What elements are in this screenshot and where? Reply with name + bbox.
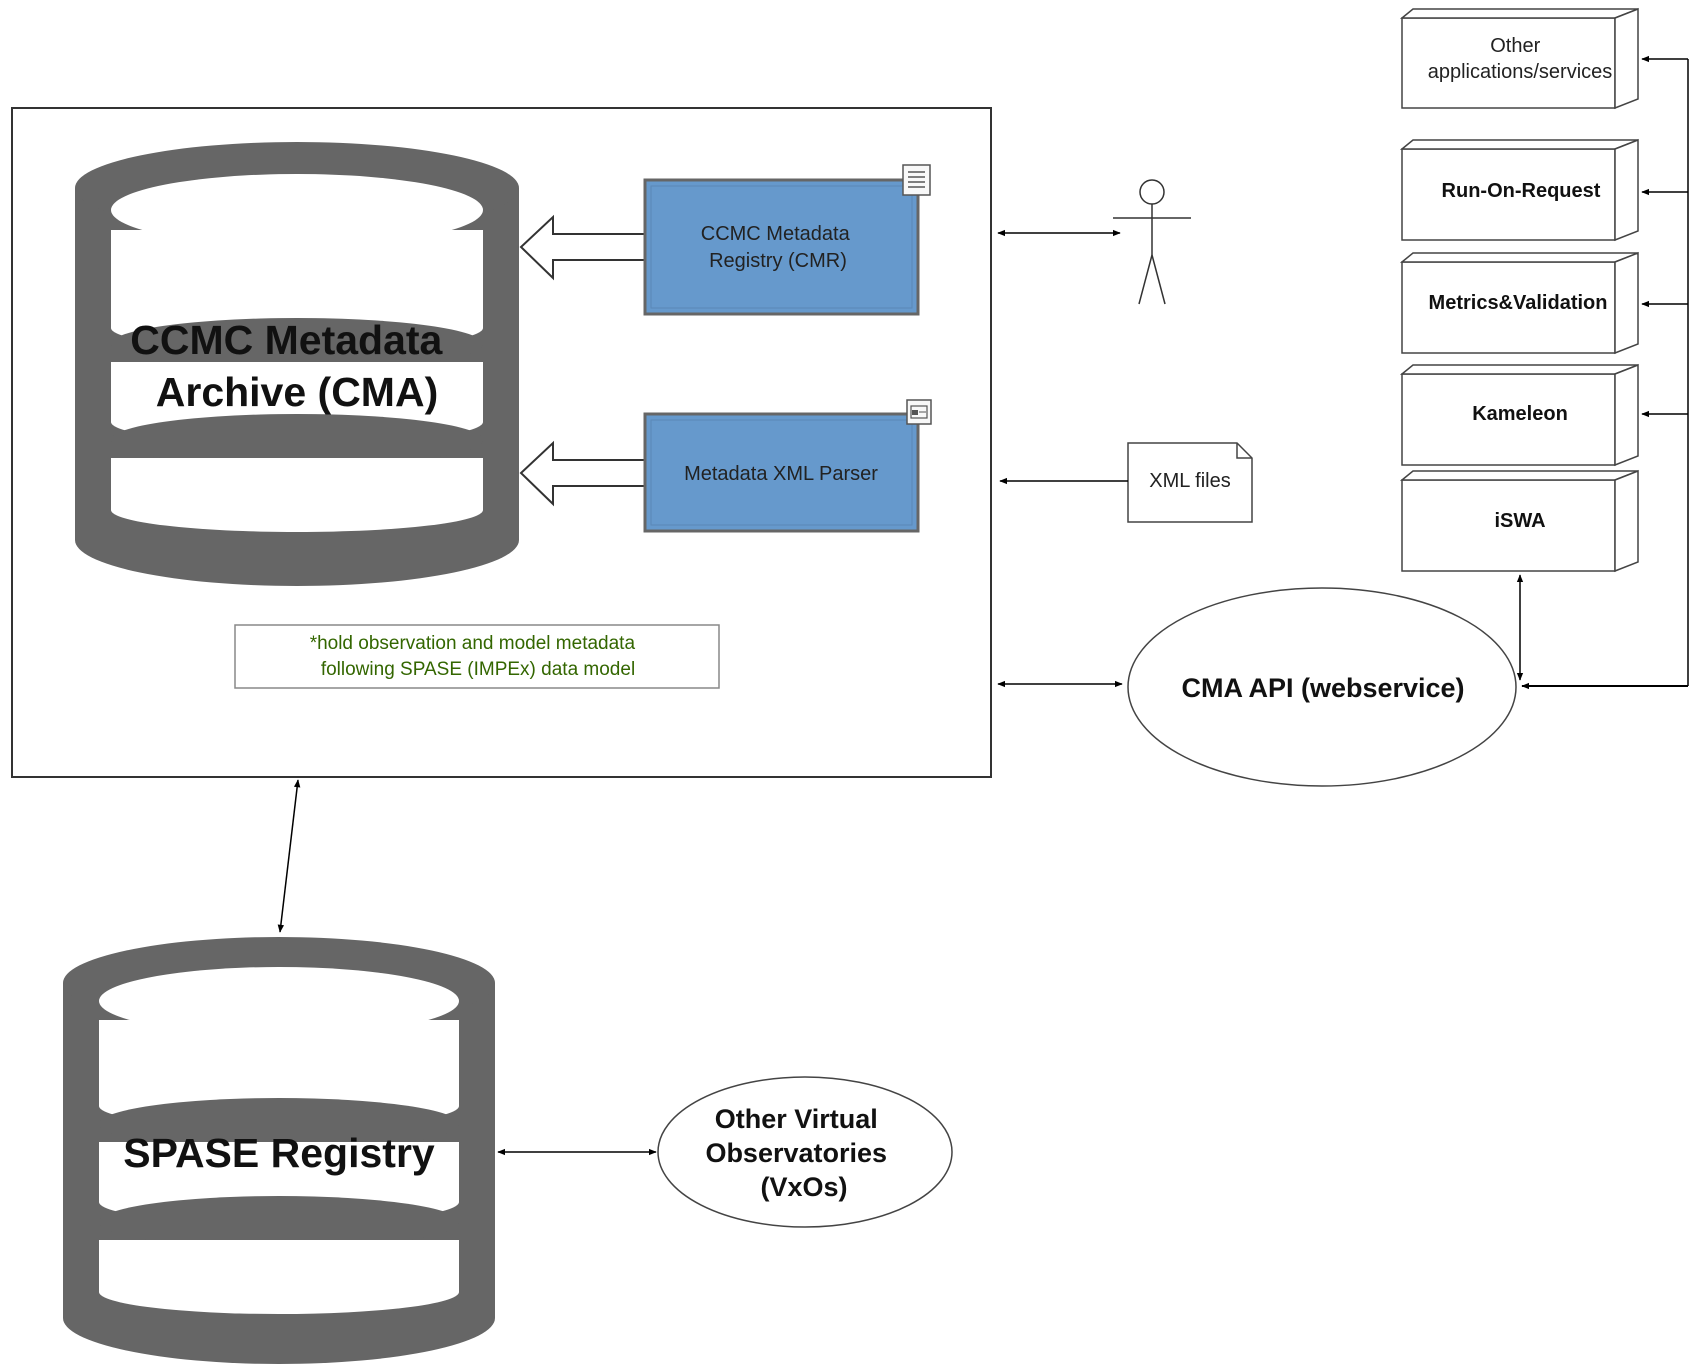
service-run-on-request[interactable]: Run-On-Request	[1399, 138, 1639, 242]
parser-to-cma-arrow	[519, 440, 646, 507]
spase-database-icon	[63, 937, 495, 1364]
svg-text:iSWA: iSWA	[1494, 510, 1545, 532]
svg-text:Run-On-Request: Run-On-Request	[1442, 180, 1601, 202]
parser-component[interactable]: Metadata XML Parser	[643, 412, 920, 533]
spase-title: SPASE Registry	[123, 1130, 435, 1176]
service-iswa[interactable]: iSWA	[1399, 469, 1639, 573]
services-bus-connector	[1516, 55, 1689, 690]
xml-files-label: XML files	[1149, 470, 1231, 492]
cma-database-icon	[75, 142, 519, 586]
svg-text:Kameleon: Kameleon	[1472, 403, 1568, 425]
cma-spase-connector	[277, 779, 301, 933]
service-metrics-validation[interactable]: Metrics&Validation	[1399, 251, 1639, 355]
xml-files-icon	[1127, 442, 1253, 523]
user-actor-icon	[1113, 179, 1191, 305]
window-icon	[906, 399, 932, 425]
document-icon	[902, 164, 931, 196]
svg-text:CCMC Metadata Registry (: CCMC Metadata Registry (CMR)	[701, 223, 856, 272]
svg-text:Other applications/servi: Other applications/services	[1428, 35, 1613, 83]
svg-text:*hold observation and model me: *hold observation and model metadata fol…	[310, 633, 641, 680]
svg-text:Other Virtual Observator: Other Virtual Observatories (VxOs)	[705, 1104, 894, 1202]
other-vxos[interactable]: Other Virtual Observatories (VxOs)	[657, 1076, 953, 1228]
cmr-component[interactable]: CCMC Metadata Registry (CMR)	[643, 178, 920, 316]
svg-text:CMA API (webservice): CMA API (webservice)	[1181, 673, 1464, 703]
svg-text:Metrics&Validation: Metrics&Validation	[1429, 292, 1608, 314]
service-other-applications[interactable]: Other applications/services	[1399, 7, 1639, 110]
cma-api-service[interactable]: CMA API (webservice)	[1127, 587, 1517, 787]
service-kameleon[interactable]: Kameleon	[1399, 363, 1639, 467]
metadata-note: *hold observation and model metadata fol…	[234, 624, 720, 689]
cma-title: CCMC Metadata Archive (CMA)	[130, 317, 454, 415]
cmr-to-cma-arrow	[519, 214, 646, 281]
svg-text:Metadata XML Parser: Metadata XML Parser	[684, 463, 878, 485]
